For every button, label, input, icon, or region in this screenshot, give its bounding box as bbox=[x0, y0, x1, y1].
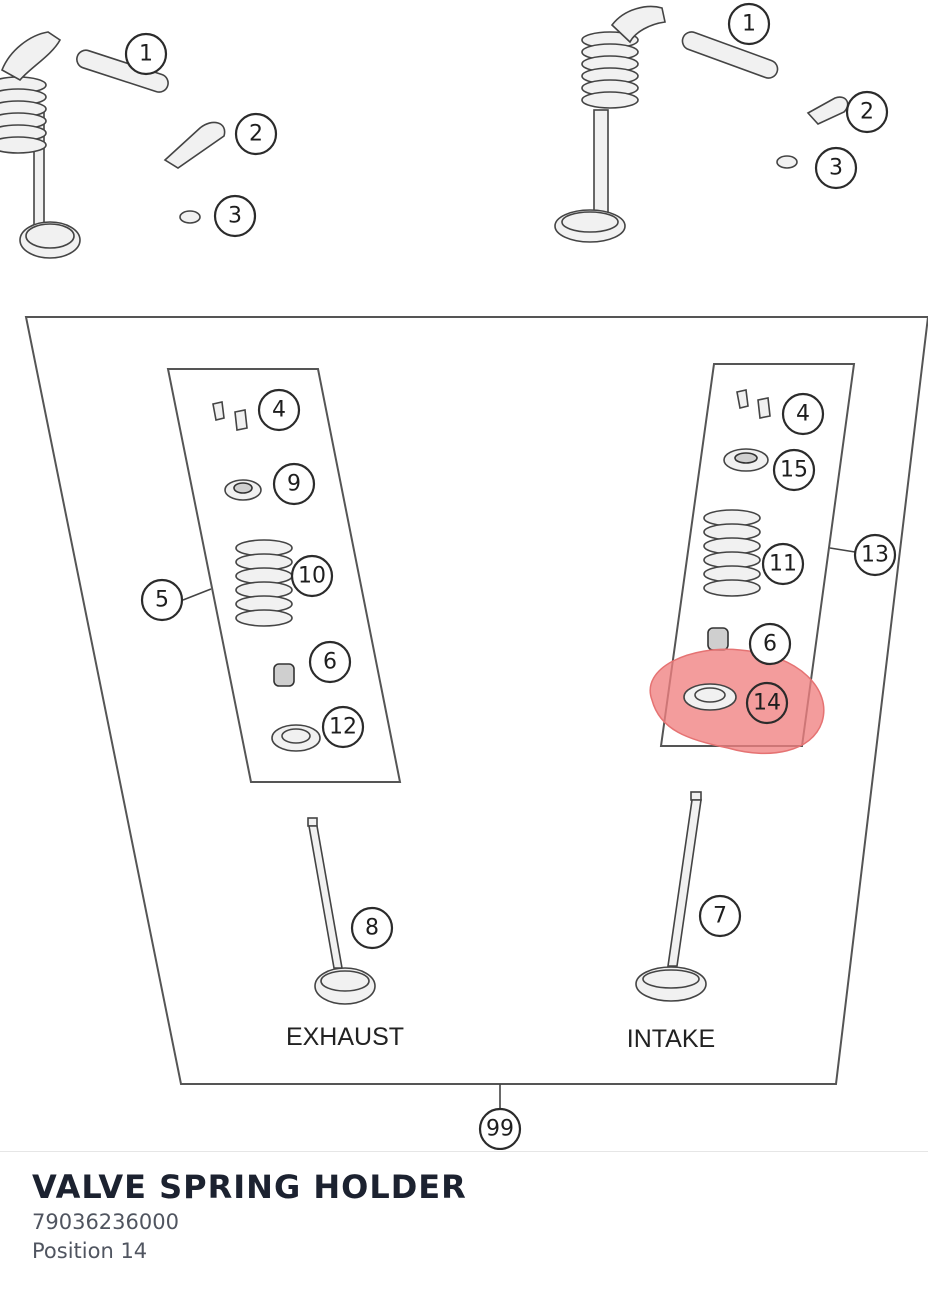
callout-10[interactable]: 10 bbox=[290, 554, 334, 598]
svg-text:5: 5 bbox=[155, 588, 169, 613]
svg-text:3: 3 bbox=[228, 204, 242, 229]
exhaust-kit-frame bbox=[166, 368, 402, 783]
callout-2-left[interactable]: 2 bbox=[234, 112, 278, 156]
part-position: Position 14 bbox=[32, 1239, 148, 1263]
exploded-parts-diagram: EXHAUST INTAKE 1 2 3 1 2 3 4 9 10 5 6 12… bbox=[0, 2, 928, 1150]
callout-1-right[interactable]: 1 bbox=[727, 2, 771, 46]
part-number: 79036236000 bbox=[32, 1210, 179, 1234]
valve-spring-illustration bbox=[0, 76, 47, 154]
intake-label: INTAKE bbox=[627, 1025, 715, 1053]
svg-text:99: 99 bbox=[486, 1117, 514, 1142]
svg-text:10: 10 bbox=[298, 564, 326, 589]
callout-15[interactable]: 15 bbox=[772, 448, 816, 492]
callout-9[interactable]: 9 bbox=[272, 462, 316, 506]
callout-7[interactable]: 7 bbox=[698, 894, 742, 938]
intake-kit-parts bbox=[703, 389, 771, 651]
svg-text:4: 4 bbox=[796, 402, 810, 427]
callout-99[interactable]: 99 bbox=[478, 1107, 522, 1150]
exhaust-valve bbox=[307, 817, 376, 1005]
svg-text:3: 3 bbox=[829, 156, 843, 181]
svg-text:12: 12 bbox=[329, 715, 357, 740]
callout-3-left[interactable]: 3 bbox=[213, 194, 257, 238]
svg-text:4: 4 bbox=[272, 398, 286, 423]
part-name: VALVE SPRING HOLDER bbox=[32, 1168, 467, 1206]
callout-6-left[interactable]: 6 bbox=[308, 640, 352, 684]
svg-text:6: 6 bbox=[323, 650, 337, 675]
callout-14[interactable]: 14 bbox=[745, 681, 789, 725]
exhaust-kit-parts bbox=[212, 401, 321, 752]
divider bbox=[0, 1151, 928, 1152]
highlight-position-14 bbox=[649, 648, 825, 755]
valve-spring-illustration bbox=[581, 31, 639, 109]
callout-4-left[interactable]: 4 bbox=[257, 388, 301, 432]
svg-text:8: 8 bbox=[365, 916, 379, 941]
callout-2-right[interactable]: 2 bbox=[845, 90, 889, 134]
svg-text:7: 7 bbox=[713, 904, 727, 929]
svg-text:6: 6 bbox=[763, 632, 777, 657]
valve-spring-illustration bbox=[703, 509, 761, 597]
svg-text:9: 9 bbox=[287, 472, 301, 497]
callout-1-left[interactable]: 1 bbox=[124, 32, 168, 76]
callout-4-right[interactable]: 4 bbox=[781, 392, 825, 436]
callout-12[interactable]: 12 bbox=[321, 705, 365, 749]
callout-8[interactable]: 8 bbox=[350, 906, 394, 950]
valve-spring-illustration bbox=[235, 539, 293, 627]
intake-kit-frame bbox=[659, 363, 856, 747]
svg-text:15: 15 bbox=[780, 458, 808, 483]
svg-text:2: 2 bbox=[860, 100, 874, 125]
exhaust-label: EXHAUST bbox=[286, 1023, 404, 1051]
callout-3-right[interactable]: 3 bbox=[814, 146, 858, 190]
valve-kit-frame bbox=[24, 316, 928, 1085]
intake-valve bbox=[635, 791, 707, 1002]
svg-text:1: 1 bbox=[139, 42, 153, 67]
rocker-assembly-left bbox=[0, 31, 226, 259]
rocker-assembly-right bbox=[554, 5, 849, 243]
svg-text:2: 2 bbox=[249, 122, 263, 147]
callout-11[interactable]: 11 bbox=[761, 542, 805, 586]
svg-text:1: 1 bbox=[742, 12, 756, 37]
callout-6-right[interactable]: 6 bbox=[748, 622, 792, 666]
svg-text:11: 11 bbox=[769, 552, 797, 577]
callout-13[interactable]: 13 bbox=[853, 533, 897, 577]
svg-text:13: 13 bbox=[861, 543, 889, 568]
callout-5[interactable]: 5 bbox=[140, 578, 184, 622]
svg-text:14: 14 bbox=[753, 691, 781, 716]
part-info-panel: VALVE SPRING HOLDER 79036236000 Position… bbox=[32, 1166, 467, 1266]
